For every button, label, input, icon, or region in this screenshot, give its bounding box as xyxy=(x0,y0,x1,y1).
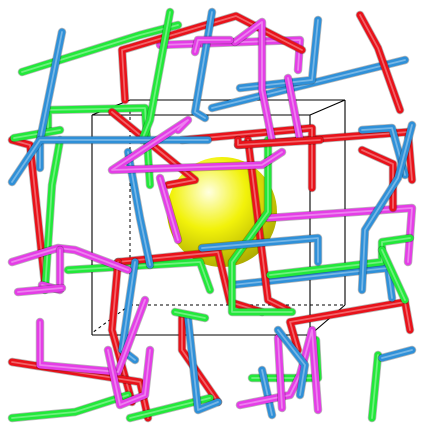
green-rod-highlight xyxy=(11,394,129,419)
blue-rod xyxy=(124,148,154,269)
blue-rod-highlight xyxy=(194,11,213,119)
red-rod-highlight xyxy=(361,149,394,209)
magenta-rod xyxy=(104,346,154,409)
magenta-rod-highlight xyxy=(39,299,146,373)
blue-rod-highlight xyxy=(277,329,306,396)
green-rod xyxy=(228,136,296,316)
blue-rod xyxy=(274,326,309,399)
blue-rod xyxy=(184,314,222,414)
red-rod-highlight xyxy=(359,14,401,111)
unit-cell-edge xyxy=(309,99,346,116)
green-rod-highlight xyxy=(371,354,379,419)
blue-rod xyxy=(378,346,416,362)
magenta-rod xyxy=(108,116,286,174)
blue-rod-highlight xyxy=(127,151,151,266)
magenta-rod xyxy=(191,36,234,56)
green-rod xyxy=(138,8,174,144)
green-rod xyxy=(8,391,132,422)
magenta-rod-highlight xyxy=(159,177,179,241)
magenta-rod xyxy=(231,18,276,144)
red-rod-highlight xyxy=(117,251,263,313)
magenta-rod-highlight xyxy=(234,21,273,141)
magenta-rod-highlight xyxy=(287,77,301,141)
magenta-rod xyxy=(14,284,66,296)
red-rod-highlight xyxy=(121,15,303,101)
red-rod xyxy=(234,136,324,149)
green-rod-highlight xyxy=(13,129,61,139)
blue-rod-highlight xyxy=(361,124,413,291)
red-rod-highlight xyxy=(111,111,196,186)
unit-cell-hidden-edge xyxy=(91,304,131,334)
blue-rod xyxy=(198,234,322,266)
red-rod xyxy=(358,146,397,212)
blue-rod xyxy=(118,258,139,364)
green-rod-highlight xyxy=(231,139,293,313)
blue-rod xyxy=(208,56,409,112)
red-rod-highlight xyxy=(247,139,289,311)
blue-rod xyxy=(258,366,276,419)
magenta-rod xyxy=(274,334,286,412)
green-rod-highlight xyxy=(174,311,206,319)
red-rod-highlight xyxy=(289,301,411,351)
red-rod-highlight xyxy=(237,139,321,146)
green-rod xyxy=(378,246,409,304)
blue-rod-highlight xyxy=(121,261,136,361)
magenta-rod xyxy=(284,74,304,144)
blue-rod xyxy=(358,121,416,294)
red-rod-highlight xyxy=(11,139,46,286)
red-rod xyxy=(178,124,316,192)
green-rod xyxy=(171,308,209,322)
magenta-rod-highlight xyxy=(194,39,231,53)
red-rod xyxy=(356,11,404,114)
green-rod xyxy=(10,126,64,142)
red-rod xyxy=(8,136,49,289)
magenta-rod xyxy=(36,296,149,376)
blue-rod-highlight xyxy=(201,237,319,263)
green-rod-highlight xyxy=(381,249,406,301)
magenta-rod-highlight xyxy=(107,349,151,406)
green-rod-highlight xyxy=(44,139,61,291)
red-rod xyxy=(108,108,199,189)
blue-rod-highlight xyxy=(211,59,406,109)
red-rod xyxy=(118,12,306,104)
red-rod-highlight xyxy=(181,317,219,403)
red-rod xyxy=(178,314,222,406)
red-rod xyxy=(244,136,292,314)
blue-rod-highlight xyxy=(187,317,219,411)
magenta-rod-highlight xyxy=(17,287,63,293)
green-rod-highlight xyxy=(141,11,171,141)
red-rod xyxy=(114,248,266,316)
unit-cell-back-edges xyxy=(91,105,345,334)
blue-rod-highlight xyxy=(261,369,273,416)
magenta-rod-highlight xyxy=(267,207,413,263)
magenta-rod-highlight xyxy=(111,119,283,171)
blue-rod-highlight xyxy=(381,349,413,359)
magenta-rod xyxy=(8,244,132,274)
red-rod xyxy=(286,298,414,354)
blue-rod xyxy=(191,8,216,122)
green-rod xyxy=(368,351,382,422)
magenta-rod-highlight xyxy=(277,337,283,409)
green-rod xyxy=(41,136,64,294)
red-rod-highlight xyxy=(181,127,313,189)
rod-layer xyxy=(7,7,417,423)
magenta-rod xyxy=(264,204,416,266)
magenta-rod-highlight xyxy=(11,247,129,271)
magenta-rod xyxy=(156,174,182,244)
